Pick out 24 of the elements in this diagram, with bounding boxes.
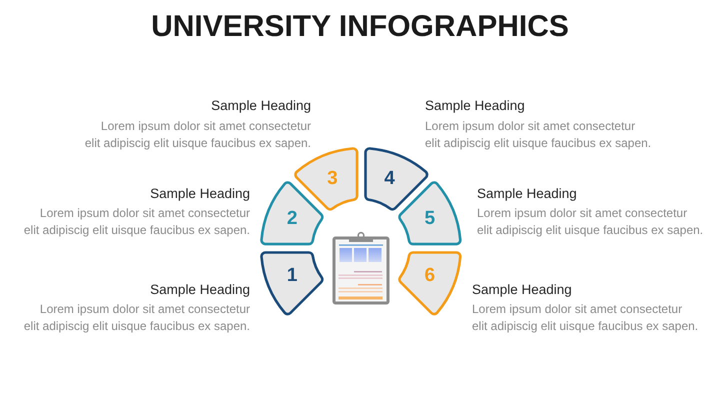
step-number: 5 — [424, 209, 436, 230]
arc-segment — [260, 250, 324, 316]
step-description: Lorem ipsum dolor sit amet consectetur elit adipiscig elit uisque faucibus ex sapen. — [472, 301, 700, 334]
step-description: Lorem ipsum dolor sit amet consectetur elit adipiscig elit uisque faucibus ex sapen. — [22, 301, 250, 334]
step-number: 3 — [327, 169, 338, 190]
step-description: Lorem ipsum dolor sit amet consectetur elit adipiscig elit uisque faucibus ex sapen. — [477, 205, 704, 238]
step-heading: Sample Heading — [477, 186, 577, 202]
arc-segment — [260, 180, 324, 246]
step-heading: Sample Heading — [211, 98, 311, 114]
step-description: Lorem ipsum dolor sit amet consectetur elit adipiscig elit uisque faucibus ex sapen. — [425, 118, 652, 151]
arc-segment — [398, 180, 462, 246]
arc-segment — [398, 250, 462, 316]
step-heading: Sample Heading — [472, 282, 572, 298]
step-number: 1 — [286, 266, 298, 286]
step-heading: Sample Heading — [150, 186, 250, 202]
step-number: 4 — [384, 169, 395, 190]
arc-segment — [364, 146, 428, 211]
step-number: 2 — [286, 209, 298, 230]
step-description: Lorem ipsum dolor sit amet consectetur elit adipiscig elit uisque faucibus ex sapen. — [22, 205, 250, 238]
step-description: Lorem ipsum dolor sit amet consectetur elit adipiscig elit uisque faucibus ex sapen. — [84, 118, 311, 151]
step-heading: Sample Heading — [425, 98, 525, 114]
step-number: 6 — [424, 266, 436, 286]
step-heading: Sample Heading — [150, 282, 250, 298]
title: UNIVERSITY INFOGRAPHICS — [150, 9, 570, 45]
